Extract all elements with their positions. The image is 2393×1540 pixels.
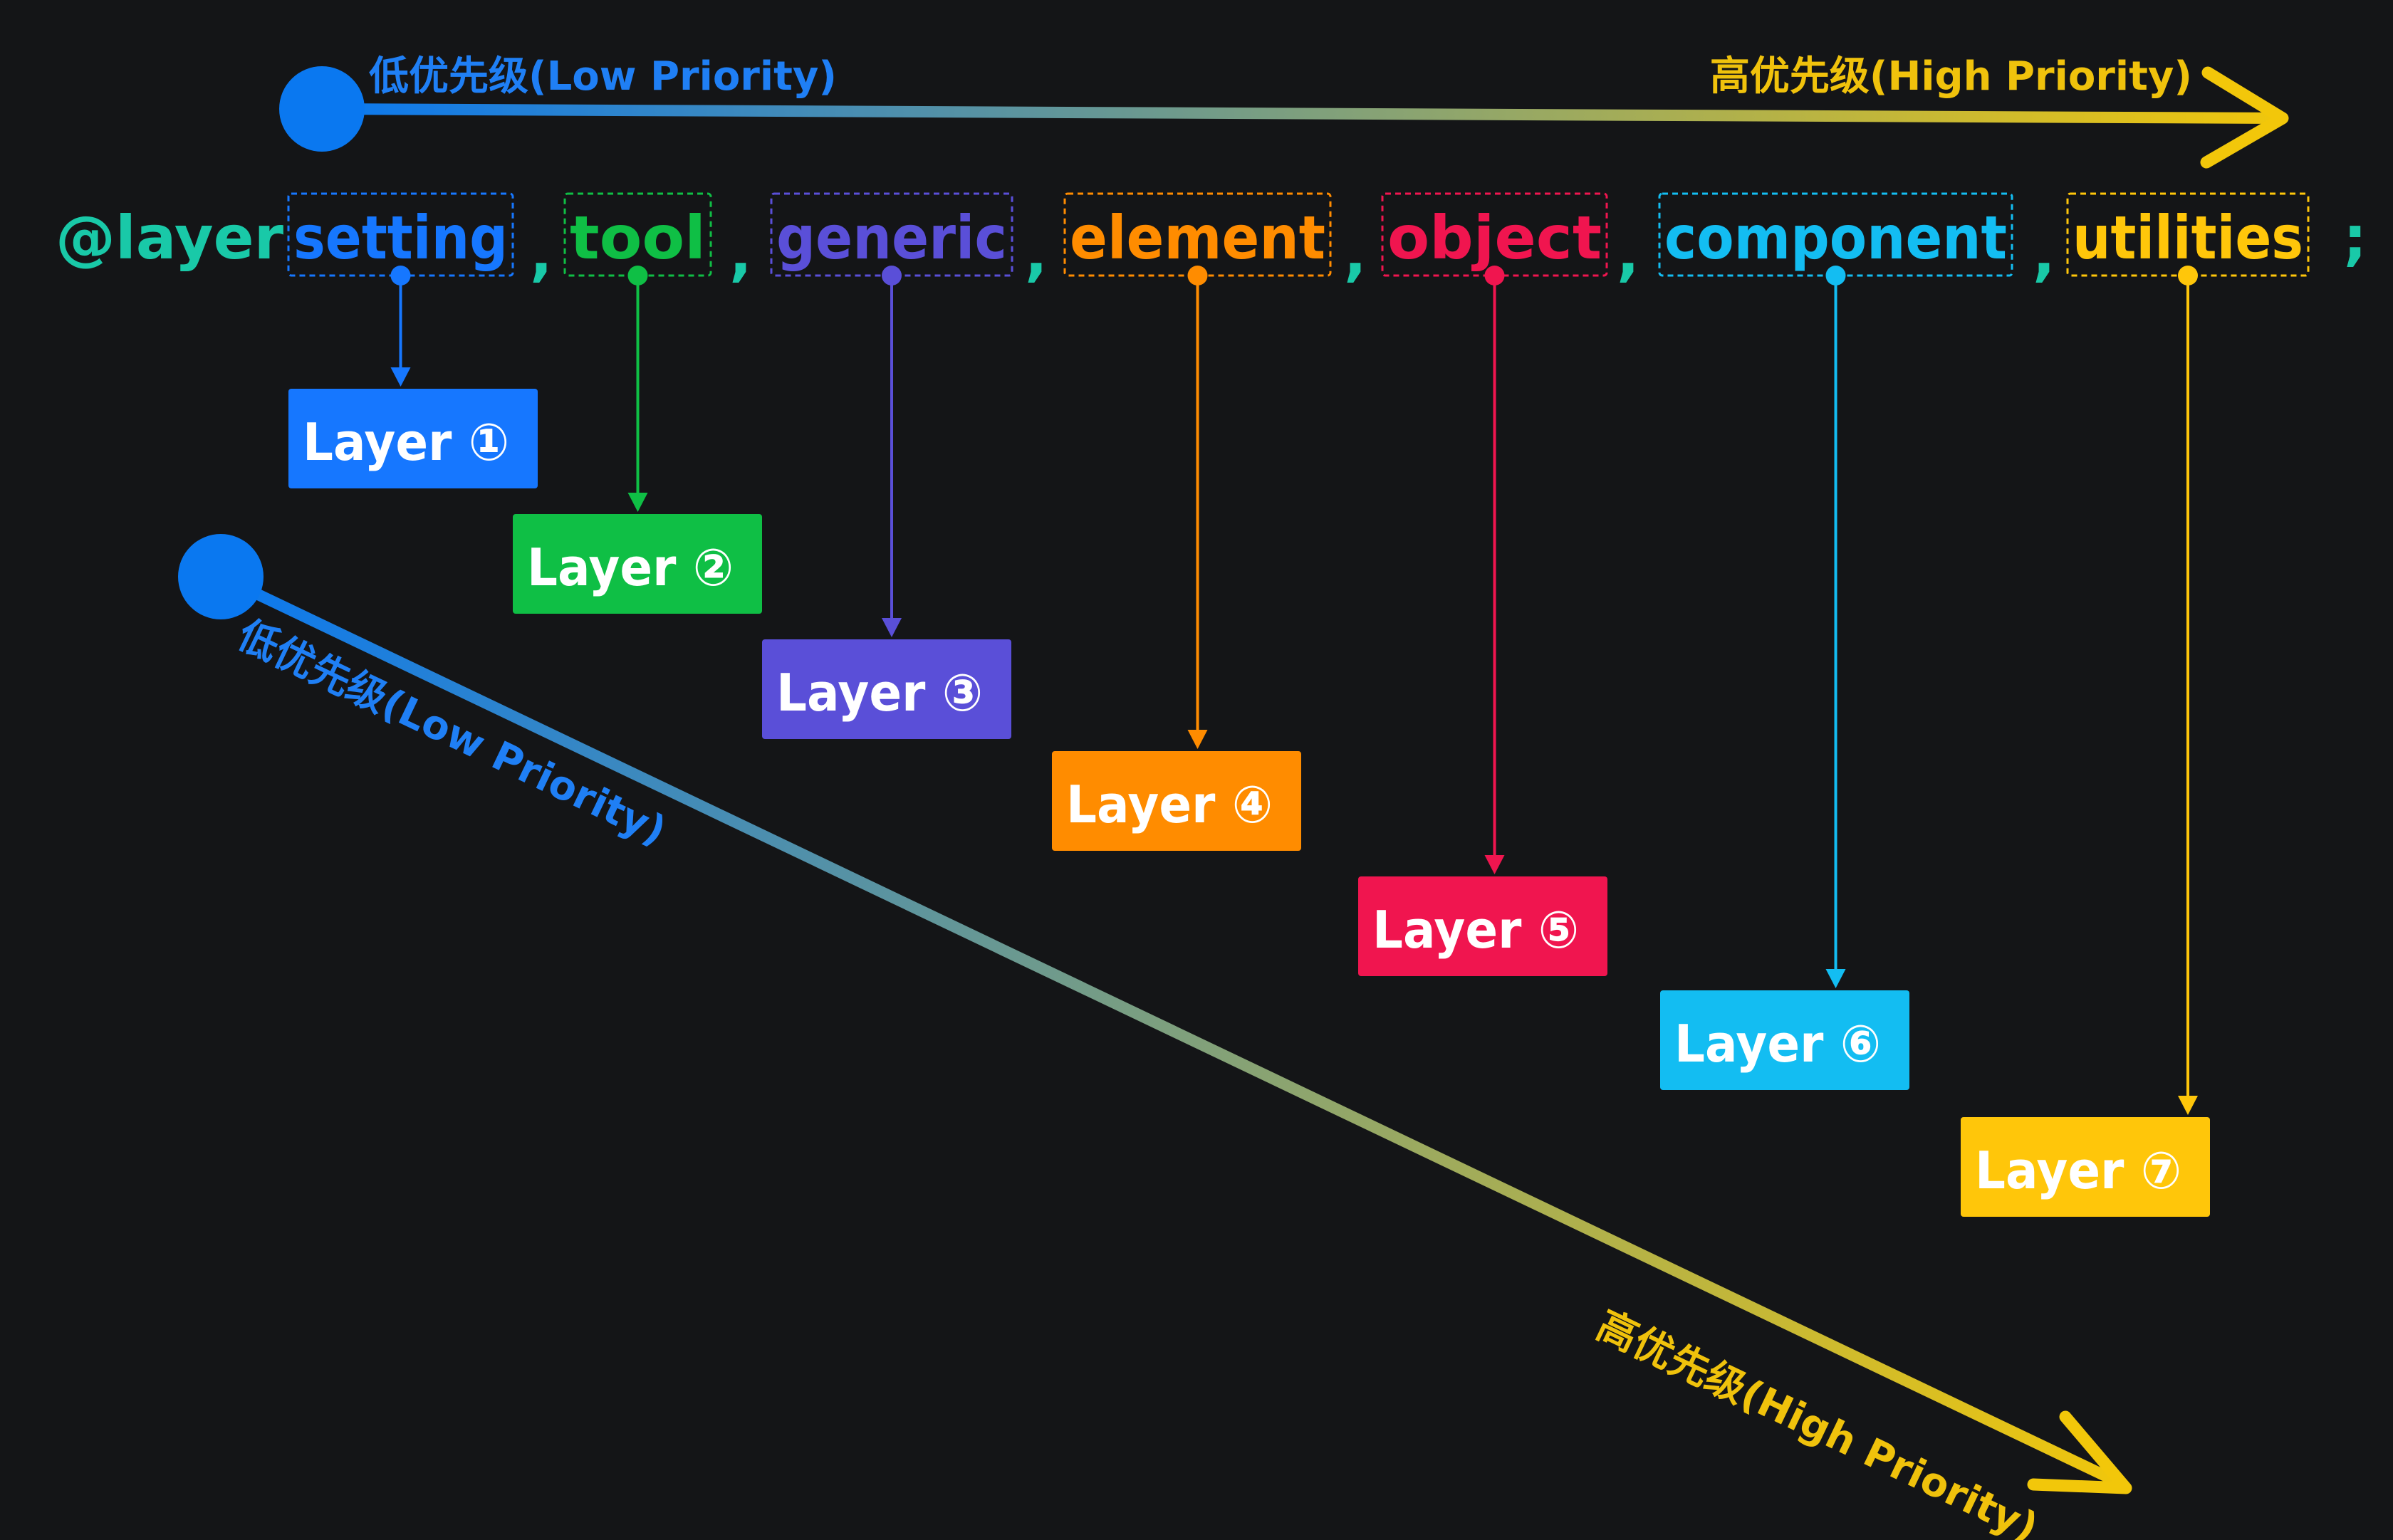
- layer-connectors: [390, 266, 2198, 1115]
- layer-name-frame: [563, 192, 712, 277]
- code-terminator: ;: [2343, 203, 2367, 273]
- diagonal-low-priority-label: 低优先级(Low Priority): [231, 612, 673, 855]
- layer-name-object: object: [1387, 203, 1602, 273]
- layer-box-label: Layer ⑦: [1975, 1141, 2181, 1200]
- code-separator: ,: [2033, 219, 2055, 288]
- diagonal-priority-arrow: [178, 534, 2132, 1494]
- connector-arrowhead: [882, 618, 902, 637]
- code-separator: ,: [1344, 219, 1367, 288]
- layer-box-3: Layer ③: [762, 639, 1011, 739]
- layer-box-1: Layer ①: [288, 389, 538, 488]
- top-arrow-head: [2200, 66, 2289, 169]
- layer-box-bg: [288, 389, 538, 488]
- code-separator: ,: [1617, 219, 1639, 288]
- code-separator: ,: [1025, 219, 1048, 288]
- code-separator: ,: [729, 219, 752, 288]
- layer-box-label: Layer ⑤: [1372, 900, 1579, 960]
- layer-name-tool: tool: [570, 203, 706, 273]
- top-arrow-start-dot: [279, 66, 365, 152]
- layer-box-bg: [762, 639, 1011, 739]
- connector-arrowhead: [627, 493, 648, 512]
- layer-box-label: Layer ③: [776, 663, 983, 723]
- layer-box-bg: [1660, 990, 1909, 1090]
- code-line: @layer ,,,,,, setting tool generic element ob…: [56, 192, 2367, 288]
- layer-box-bg: [1052, 751, 1301, 851]
- layer-name-component: component: [1664, 203, 2007, 273]
- layer-name-frame: [1063, 192, 1332, 277]
- layer-boxes: Layer ① Layer ② Layer ③ Layer ④ Layer ⑤ Layer…: [288, 389, 2210, 1217]
- layer-box-label: Layer ④: [1066, 775, 1273, 834]
- layer-box-label: Layer ②: [527, 538, 734, 597]
- top-low-priority-label: 低优先级(Low Priority): [369, 53, 837, 100]
- layer-name-utilities: utilities: [2073, 203, 2303, 273]
- connector-arrowhead: [390, 367, 411, 387]
- layer-box-7: Layer ⑦: [1961, 1117, 2210, 1217]
- layer-box-4: Layer ④: [1052, 751, 1301, 851]
- layer-box-bg: [513, 514, 762, 614]
- layer-name-generic: generic: [776, 203, 1007, 273]
- layer-box-label: Layer ①: [303, 412, 509, 472]
- layer-box-label: Layer ⑥: [1674, 1014, 1881, 1074]
- layer-keyword: @layer: [56, 203, 284, 273]
- code-separator: ,: [530, 219, 553, 288]
- layer-box-bg: [1961, 1117, 2210, 1217]
- connector-arrowhead: [2178, 1096, 2198, 1115]
- connector-arrowhead: [1825, 969, 1846, 988]
- diagonal-arrow-head: [2027, 1410, 2132, 1494]
- top-high-priority-label: 高优先级(High Priority): [1710, 53, 2192, 100]
- top-priority-arrow: [279, 66, 2289, 169]
- layer-name-element: element: [1070, 203, 1325, 273]
- connector-arrowhead: [1187, 730, 1208, 749]
- layer-name-frame: [1658, 192, 2013, 277]
- layer-box-2: Layer ②: [513, 514, 762, 614]
- diagonal-arrow-start-dot: [178, 534, 264, 619]
- layer-box-5: Layer ⑤: [1358, 876, 1607, 976]
- connector-arrowhead: [1484, 855, 1505, 874]
- layer-name-setting: setting: [293, 203, 508, 273]
- layer-box-6: Layer ⑥: [1660, 990, 1909, 1090]
- layer-box-bg: [1358, 876, 1607, 976]
